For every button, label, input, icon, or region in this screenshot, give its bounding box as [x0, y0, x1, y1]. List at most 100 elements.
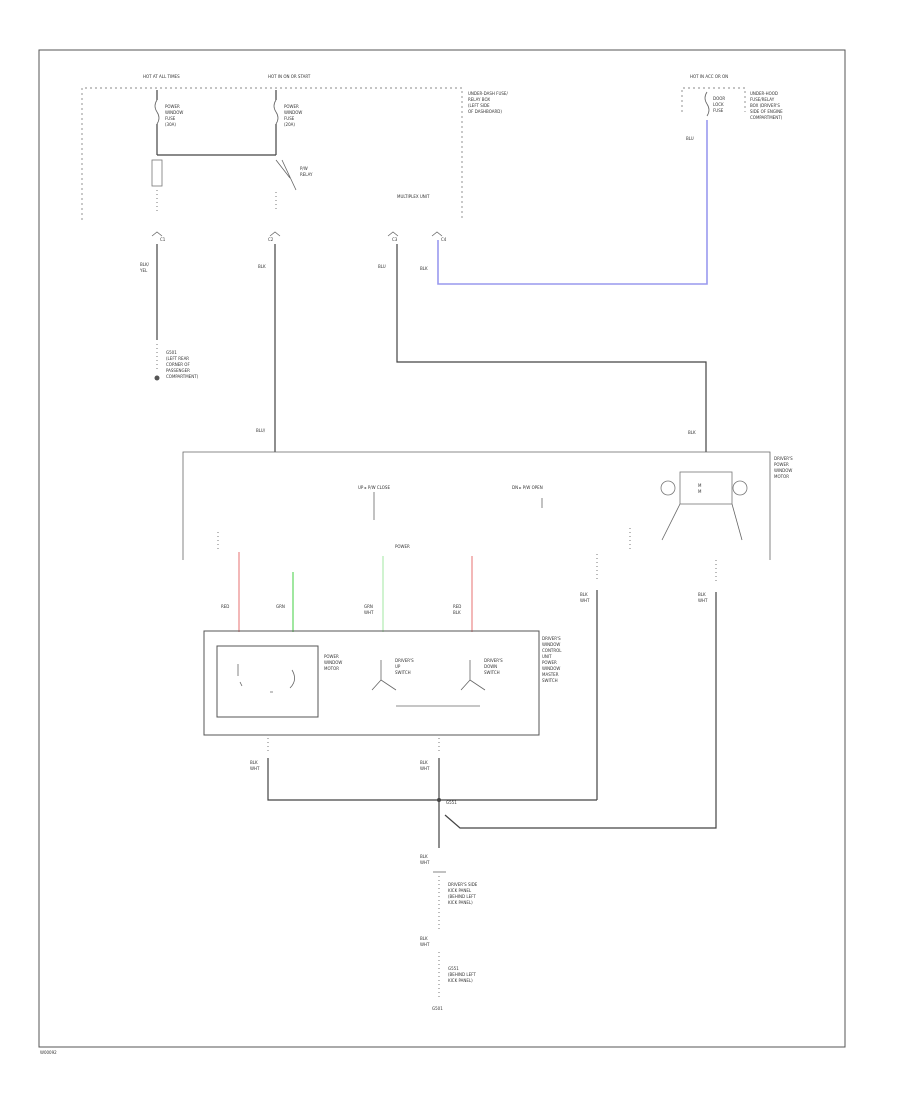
relay-coil-left — [151, 159, 163, 187]
under-hood-label: UNDER-HOOD FUSE/RELAY BOX (DRIVER'S SIDE… — [750, 91, 783, 120]
wire-label-w7: GRN — [276, 604, 285, 609]
svg-text:CONTROL: CONTROL — [542, 648, 562, 653]
svg-text:BLK: BLK — [420, 854, 428, 859]
under-hood-fuse-box — [681, 87, 746, 112]
svg-text:WHT: WHT — [580, 598, 590, 603]
svg-text:G501: G501 — [166, 350, 177, 355]
svg-text:WINDOW: WINDOW — [542, 666, 560, 671]
svg-text:BLK: BLK — [420, 266, 428, 271]
bottom-conn2-label: BLK WHT — [420, 936, 430, 947]
svg-text:POWER: POWER — [774, 462, 789, 467]
blue-wire — [437, 120, 708, 285]
svg-text:HOT IN ACC OR ON: HOT IN ACC OR ON — [690, 74, 728, 79]
wire-label-w1: BLK/ YEL — [139, 262, 150, 273]
fuse-right-icon — [704, 91, 710, 117]
svg-text:COMPARTMENT): COMPARTMENT) — [166, 374, 199, 379]
wire-label-w8: GRN WHT — [364, 604, 374, 615]
bottom-g-label: G501 — [432, 1006, 443, 1011]
svg-text:BLK: BLK — [420, 936, 428, 941]
down-switch-label: DRIVER'S DOWN SWITCH — [484, 658, 503, 675]
multiplex-unit-label: MULTIPLEX UNIT — [397, 194, 430, 199]
svg-text:(BEHIND LEFT: (BEHIND LEFT — [448, 972, 476, 977]
up-switch-icon — [371, 660, 397, 691]
svg-text:COMPARTMENT): COMPARTMENT) — [750, 115, 783, 120]
wire-label-w5: BLU — [378, 264, 386, 269]
svg-text:MOTOR: MOTOR — [324, 666, 339, 671]
ground-top-label: G501 (LEFT REAR CORNER OF PASSENGER COMP… — [166, 350, 199, 379]
wire-label-w14: BLK WHT — [250, 760, 260, 771]
svg-text:RED: RED — [221, 604, 229, 609]
svg-text:C3: C3 — [392, 237, 398, 242]
svg-text:KICK PANEL): KICK PANEL) — [448, 978, 473, 983]
wire-label-w12: BLK WHT — [580, 592, 590, 603]
svg-text:POWER: POWER — [542, 660, 557, 665]
wire-label-w4: BLU/ — [256, 428, 266, 433]
fuse-left-label: POWER WINDOW FUSE (30A) — [165, 104, 183, 127]
fuse-right-label: DOOR LOCK FUSE — [713, 96, 725, 113]
source-hot-in-on-or-start: HOT IN ON OR START — [268, 74, 311, 79]
svg-text:(LEFT SIDE: (LEFT SIDE — [468, 103, 490, 108]
svg-text:M: M — [698, 483, 702, 488]
svg-text:HOT AT ALL TIMES: HOT AT ALL TIMES — [143, 74, 180, 79]
wire-label-w3: BLK — [258, 264, 266, 269]
up-switch-label: DRIVER'S UP SWITCH — [395, 658, 414, 675]
svg-text:WHT: WHT — [420, 860, 430, 865]
up-signal-label: UP ▸ P/W CLOSE — [358, 485, 390, 490]
svg-text:BLK: BLK — [580, 592, 588, 597]
motor-icon-right — [732, 480, 748, 496]
svg-text:BLK/: BLK/ — [140, 262, 150, 267]
wire-label-w6: RED — [221, 604, 229, 609]
svg-text:WINDOW: WINDOW — [324, 660, 342, 665]
svg-text:BLK: BLK — [258, 264, 266, 269]
svg-text:DRIVER'S: DRIVER'S — [484, 658, 503, 663]
svg-text:BLK: BLK — [698, 592, 706, 597]
svg-text:RELAY: RELAY — [300, 172, 313, 177]
svg-text:RED: RED — [453, 604, 461, 609]
svg-text:POWER: POWER — [284, 104, 299, 109]
svg-text:(BEHIND LEFT: (BEHIND LEFT — [448, 894, 476, 899]
multiplex-frame — [182, 451, 771, 560]
auto-unit-label: POWER WINDOW MOTOR — [324, 654, 342, 671]
multiplex-right-label: DRIVER'S POWER WINDOW MOTOR — [774, 456, 793, 479]
svg-text:FUSE: FUSE — [713, 108, 724, 113]
wire-label-w9: RED BLK — [453, 604, 461, 615]
svg-text:YEL: YEL — [139, 268, 148, 273]
svg-text:FUSE: FUSE — [284, 116, 295, 121]
svg-text:GRN: GRN — [276, 604, 285, 609]
svg-text:MOTOR: MOTOR — [774, 474, 789, 479]
connector-c3: C3 — [392, 237, 398, 242]
switch-assembly-enclosure-label: DRIVER'S WINDOW CONTROL UNIT POWER WINDO… — [542, 636, 562, 683]
relay-label: P/W RELAY — [300, 166, 313, 177]
svg-text:DRIVER'S SIDE: DRIVER'S SIDE — [448, 882, 478, 887]
svg-text:C1: C1 — [160, 237, 166, 242]
svg-text:(30A): (30A) — [165, 122, 176, 127]
under-dash-fuse-box — [81, 87, 463, 220]
source-hot-at-all-times: HOT AT ALL TIMES — [143, 74, 180, 79]
svg-text:POWER: POWER — [395, 544, 410, 549]
svg-text:FUSE: FUSE — [165, 116, 176, 121]
wire-label-w13: BLK WHT — [698, 592, 708, 603]
bottom-ground-label: G551 (BEHIND LEFT KICK PANEL) — [448, 966, 476, 983]
svg-text:UP: UP — [395, 664, 401, 669]
svg-text:M: M — [698, 489, 702, 494]
svg-text:BLU: BLU — [686, 136, 694, 141]
down-switch-icon — [460, 660, 486, 691]
svg-text:PASSENGER: PASSENGER — [166, 368, 190, 373]
connector-c1: C1 — [160, 237, 166, 242]
auto-unit-box — [216, 645, 319, 718]
svg-text:BLU/: BLU/ — [256, 428, 266, 433]
svg-text:KICK PANEL: KICK PANEL — [448, 888, 472, 893]
relay-switch-icon — [275, 159, 297, 191]
svg-text:UNIT: UNIT — [542, 654, 552, 659]
fuse-mid-icon — [273, 99, 279, 125]
driver-motor-box — [679, 471, 733, 505]
svg-text:MASTER: MASTER — [542, 672, 559, 677]
svg-text:DOOR: DOOR — [713, 96, 725, 101]
svg-text:SWITCH: SWITCH — [542, 678, 558, 683]
svg-text:WHT: WHT — [250, 766, 260, 771]
auto-unit-switch-icon — [237, 664, 295, 693]
driver-motor-inner-label: M M — [698, 483, 702, 494]
wire-label-w2: BLU — [686, 136, 694, 141]
svg-text:SIDE OF ENGINE: SIDE OF ENGINE — [750, 109, 783, 114]
